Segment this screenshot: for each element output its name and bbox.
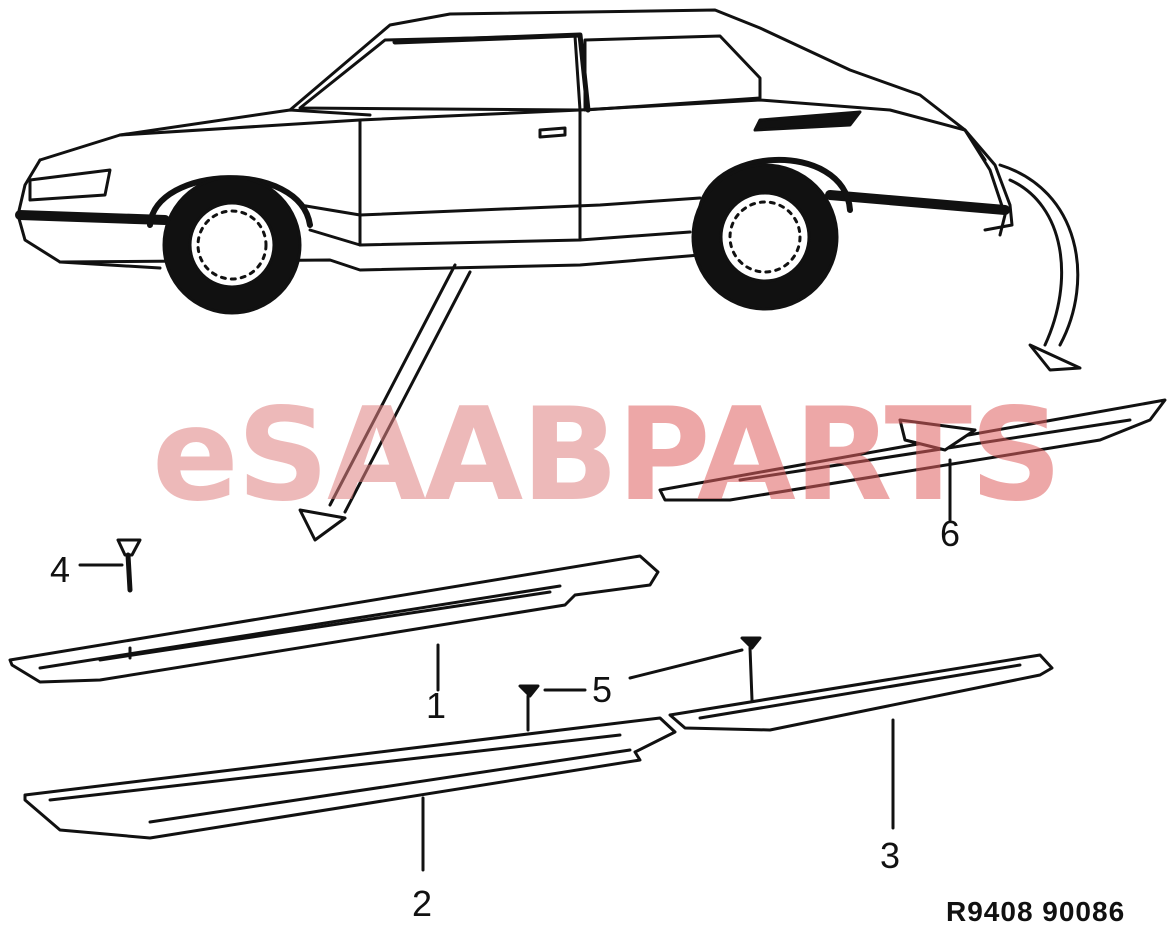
- label-4: 4: [50, 549, 71, 590]
- screw-5a: [518, 684, 587, 732]
- label-2: 2: [412, 883, 433, 924]
- label-1: 1: [426, 685, 447, 726]
- screw-4: [78, 538, 142, 593]
- label-3: 3: [880, 835, 901, 876]
- label-6: 6: [940, 513, 961, 554]
- arrow-right: [998, 163, 1082, 372]
- watermark: eSAABPARTS: [152, 392, 1062, 520]
- label-5: 5: [592, 669, 613, 710]
- watermark-suffix: PARTS: [616, 381, 1062, 530]
- screw-5b: [628, 636, 762, 702]
- part-3-shape: [668, 653, 1054, 830]
- reference-code: R9408 90086: [946, 896, 1126, 927]
- part-2-shape: [23, 716, 677, 872]
- arrow-left: [298, 263, 472, 542]
- car-illustration: [15, 8, 1014, 315]
- watermark-prefix: eSAAB: [152, 381, 619, 530]
- part-1-shape: [8, 554, 660, 692]
- part-6-shape: [658, 398, 1167, 522]
